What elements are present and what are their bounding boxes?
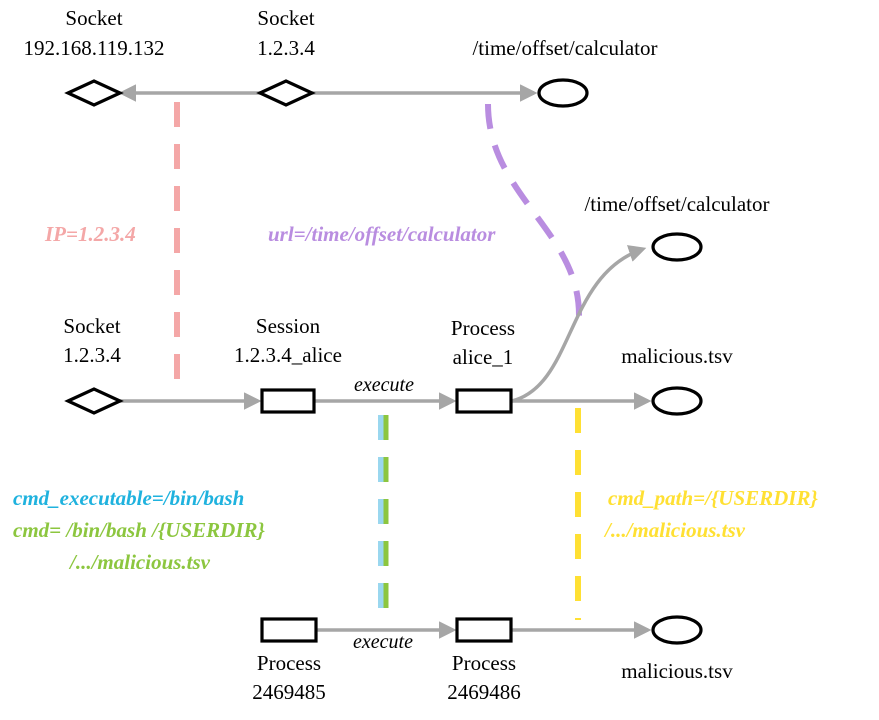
edge-process-to-file-mid [511, 245, 647, 403]
ip-annotation: IP=1.2.3.4 [44, 222, 136, 246]
process-alice-value-label: alice_1 [453, 345, 514, 369]
file-node-malicious-mid[interactable] [651, 386, 703, 416]
socket-top-type-label: Socket [257, 6, 314, 30]
cmd-annotation-line1: cmd= /bin/bash /{USERDIR} [13, 518, 266, 542]
cmd-annotation-line2: /.../malicious.tsv [68, 550, 211, 574]
cmd-path-annotation-line2: /.../malicious.tsv [603, 518, 746, 542]
process-2469486-value-label: 2469486 [447, 680, 521, 704]
socket-mid-value-label: 1.2.3.4 [63, 343, 121, 367]
socket-top-value-label: 1.2.3.4 [257, 36, 315, 60]
process-node-alice-1[interactable] [455, 388, 513, 414]
session-type-label: Session [256, 314, 321, 338]
socket-left-value-label: 192.168.119.132 [24, 36, 165, 60]
process-alice-type-label: Process [451, 316, 515, 340]
process-node-2469485[interactable] [260, 617, 318, 643]
url-annotation: url=/time/offset/calculator [268, 222, 496, 246]
socket-node-1-2-3-4-top[interactable] [256, 79, 316, 107]
process-2469485-type-label: Process [257, 651, 321, 675]
file-top-label: /time/offset/calculator [472, 36, 657, 60]
socket-node-192-168-119-132[interactable] [64, 79, 124, 107]
malicious-bottom-label: malicious.tsv [621, 659, 733, 683]
file-node-calculator-top[interactable] [537, 78, 589, 108]
url-link-dashed [485, 103, 582, 331]
session-node[interactable] [260, 388, 316, 414]
process-2469485-value-label: 2469485 [252, 680, 326, 704]
file-node-malicious-bottom[interactable] [651, 615, 703, 645]
file-mid-label: /time/offset/calculator [584, 192, 769, 216]
socket-mid-type-label: Socket [63, 314, 120, 338]
process-node-2469486[interactable] [455, 617, 513, 643]
execute-edge-label-top: execute [354, 374, 414, 396]
process-2469486-type-label: Process [452, 651, 516, 675]
execute-edge-label-bottom: execute [353, 631, 413, 653]
cmd-path-annotation-line1: cmd_path=/{USERDIR} [608, 486, 818, 510]
session-value-label: 1.2.3.4_alice [234, 343, 342, 367]
socket-left-type-label: Socket [65, 6, 122, 30]
socket-node-1-2-3-4-mid[interactable] [64, 387, 124, 415]
cmd-executable-annotation: cmd_executable=/bin/bash [13, 486, 244, 510]
file-node-calculator-mid[interactable] [651, 232, 703, 262]
malicious-mid-label: malicious.tsv [621, 344, 733, 368]
